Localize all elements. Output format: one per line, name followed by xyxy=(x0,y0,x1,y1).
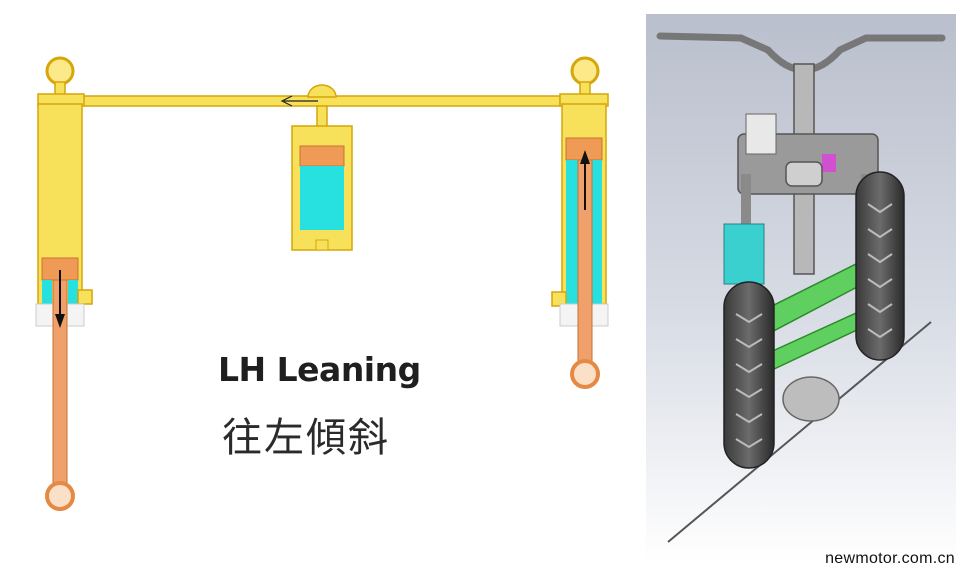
right-cylinder xyxy=(551,56,609,389)
trike-cad-render xyxy=(646,14,956,563)
hydraulic-leaning-schematic xyxy=(35,56,609,511)
watermark-text: newmotor.com.cn xyxy=(825,550,955,567)
arrow-down-icon xyxy=(55,270,65,328)
left-fluid xyxy=(42,280,52,304)
diagram-title-en: LH Leaning xyxy=(218,350,421,389)
accumulator-fluid xyxy=(300,166,344,230)
center-accumulator xyxy=(291,84,353,251)
diagram-title-zh: 往左傾斜 xyxy=(222,415,390,461)
right-wheel xyxy=(855,171,905,361)
left-wheel xyxy=(723,281,775,469)
arrow-up-icon xyxy=(580,150,590,210)
accumulator-piston xyxy=(299,145,345,167)
left-cylinder xyxy=(35,56,93,511)
flow-arrow-left xyxy=(280,95,318,107)
